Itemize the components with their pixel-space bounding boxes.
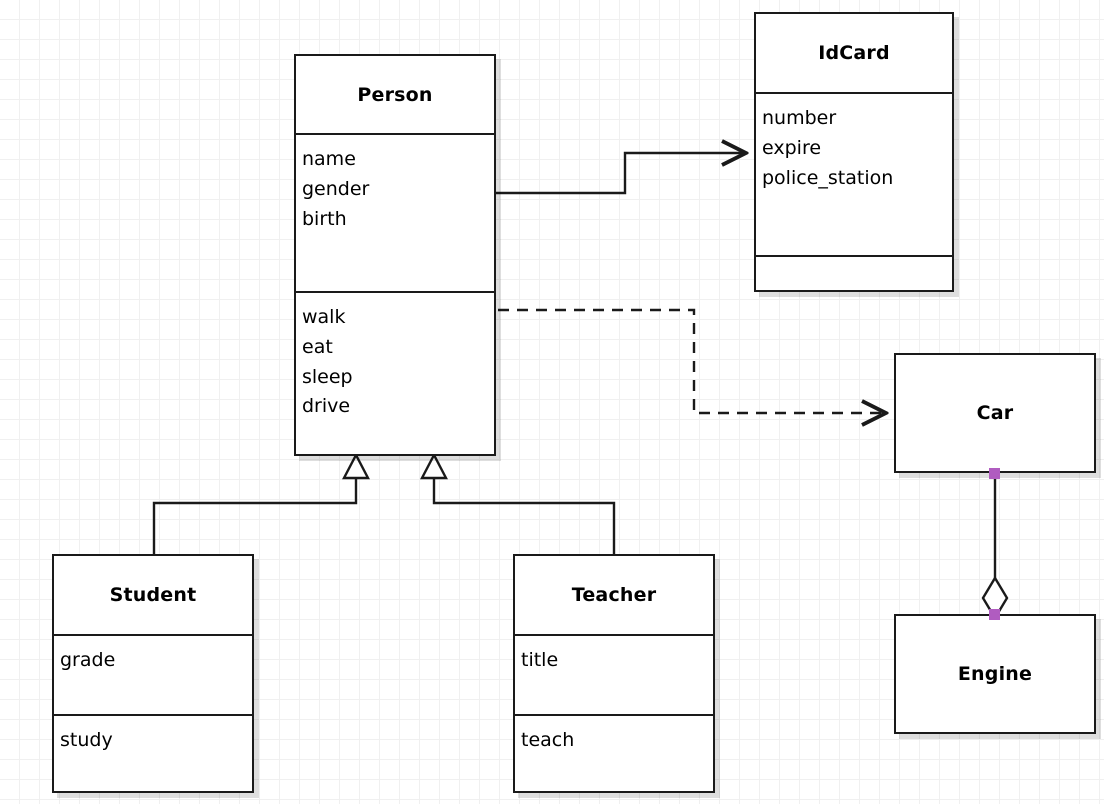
attribute-item: birth — [302, 207, 347, 230]
class-operations-teacher: teach — [515, 714, 713, 791]
operation-item: walk — [302, 306, 346, 328]
operation-item: teach — [521, 729, 575, 751]
attribute-item: expire — [762, 136, 822, 159]
class-box-idcard[interactable]: IdCard number expire police_station — [754, 12, 954, 292]
edge-student-person[interactable] — [152, 452, 370, 554]
class-box-person[interactable]: Person name gender birth walk eat sleep … — [294, 54, 496, 456]
operation-item: eat — [302, 335, 333, 358]
class-box-engine[interactable]: Engine — [894, 614, 1096, 734]
class-operations-person: walk eat sleep drive — [296, 291, 494, 454]
operation-item: drive — [302, 395, 351, 418]
class-title-car: Car — [976, 402, 1014, 424]
edge-person-idcard[interactable] — [496, 153, 746, 195]
attribute-item: police_station — [762, 166, 894, 189]
class-title-idcard: IdCard — [818, 42, 890, 64]
edge-teacher-person[interactable] — [420, 452, 616, 554]
operation-item: sleep — [302, 365, 353, 388]
class-operations-idcard — [756, 255, 952, 290]
operation-item: study — [60, 729, 113, 751]
edge-endpoint-handle-engine[interactable] — [989, 609, 1000, 620]
class-operations-student: study — [54, 714, 252, 791]
class-attributes-person: name gender birth — [296, 133, 494, 291]
class-attributes-student: grade — [54, 634, 252, 714]
class-title-student: Student — [109, 584, 197, 606]
attribute-item: number — [762, 107, 837, 129]
class-box-student[interactable]: Student grade study — [52, 554, 254, 793]
attribute-item: grade — [60, 649, 116, 671]
edge-person-car[interactable] — [498, 308, 886, 413]
class-box-teacher[interactable]: Teacher title teach — [513, 554, 715, 793]
class-title-teacher: Teacher — [571, 584, 657, 606]
attribute-item: name — [302, 148, 356, 170]
edge-endpoint-handle-car[interactable] — [989, 468, 1000, 479]
class-attributes-teacher: title — [515, 634, 713, 714]
attribute-item: title — [521, 649, 559, 671]
class-box-car[interactable]: Car — [894, 353, 1096, 473]
class-attributes-idcard: number expire police_station — [756, 92, 952, 255]
edge-car-engine[interactable] — [981, 473, 1009, 621]
attribute-item: gender — [302, 177, 370, 200]
class-title-person: Person — [357, 83, 433, 106]
class-title-engine: Engine — [957, 663, 1033, 685]
